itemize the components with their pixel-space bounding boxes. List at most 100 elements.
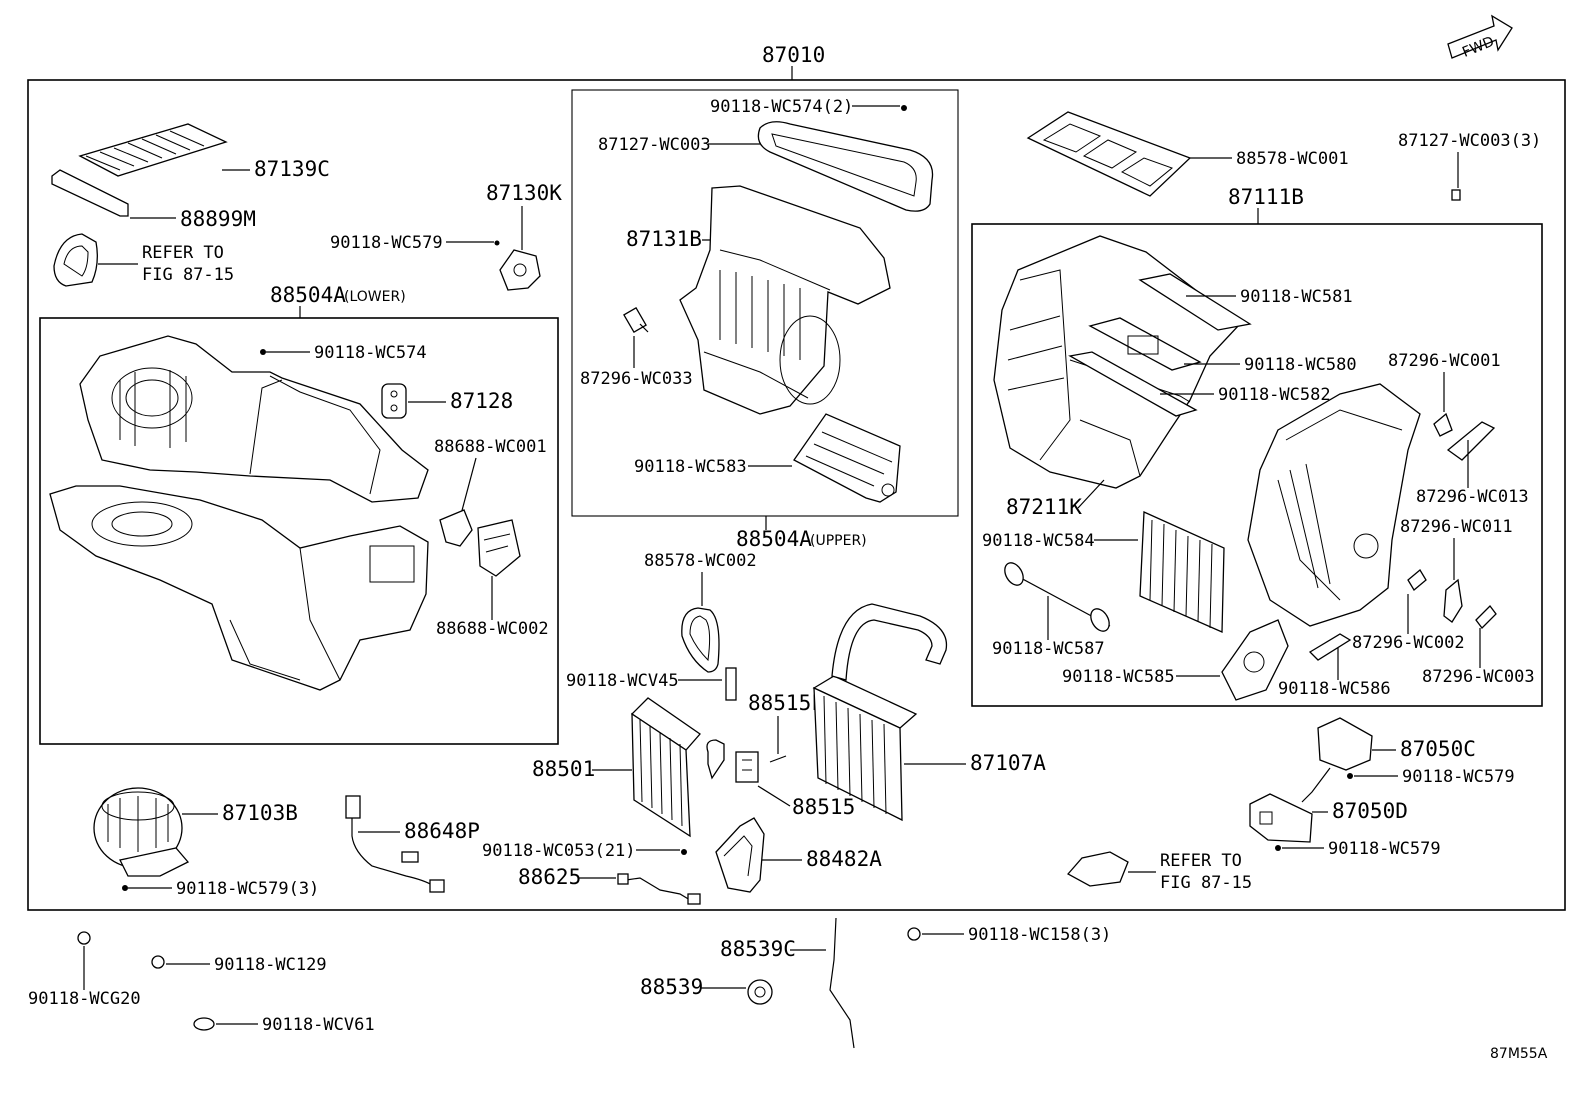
label-90118-WC583: 90118-WC583 [634,457,747,477]
label-90118-WC579-b: 90118-WC579 [1402,767,1515,787]
cover-88578-WC001-part [1026,111,1192,197]
bolt-90118-WC129-part [151,955,165,969]
refer-right-line1: REFER TO [1160,851,1242,871]
label-88504A-lower: 88504A [270,283,346,307]
evaporator-88501-part [630,697,725,838]
label-upper-note: (UPPER) [810,533,867,549]
grommet-90118-WCV61-part [193,1017,215,1031]
label-88578-WC002: 88578-WC002 [644,551,757,571]
expansion-valve-88515-part [735,751,759,783]
label-87103B: 87103B [222,801,298,825]
label-87296-WC001: 87296-WC001 [1388,351,1501,371]
label-87139C: 87139C [254,157,330,181]
label-90118-WC158-3: 90118-WC158(3) [968,925,1111,945]
label-88515F: 88515F [748,691,824,715]
refer-left-line2: FIG 87-15 [142,265,234,285]
label-90118-WC585: 90118-WC585 [1062,667,1175,687]
label-88539C: 88539C [720,937,796,961]
label-87128: 87128 [450,389,513,413]
door-90118-WC585-part [1221,619,1289,701]
heater-case-right-part [1247,383,1421,627]
label-90118-WC129: 90118-WC129 [214,955,327,975]
label-87296-WC003: 87296-WC003 [1422,667,1535,687]
blower-case-lower-part [49,485,429,691]
upper-case-87131B-part [679,185,891,415]
label-90118-WC587: 90118-WC587 [992,639,1105,659]
blower-motor-part [93,787,190,877]
label-88539: 88539 [640,975,703,999]
actuator-87130K-part [499,249,541,291]
upper-case-frame [571,89,959,517]
heater-unit-frame [971,223,1543,707]
label-90118-WC580: 90118-WC580 [1244,355,1357,375]
label-90118-WC582: 90118-WC582 [1218,385,1331,405]
shaft-90118-WC587-part [1004,562,1111,632]
lower-case-frame [39,317,559,745]
duct-part-refer [53,233,98,287]
duct-refer-right-part [1066,851,1129,887]
filter-frame-90118-WC583-part [793,413,901,503]
actuator-87050C-part [1301,717,1373,803]
label-lower-note: (LOWER) [344,289,406,305]
outer-assembly-frame [27,79,1566,911]
sensor-88625-part [617,873,701,905]
refer-left-line1: REFER TO [142,243,224,263]
label-90118-WC579-a: 90118-WC579 [330,233,443,253]
seal-87127-part [757,121,934,212]
module-87050D-part [1249,793,1313,843]
label-90118-WC579-3: 90118-WC579(3) [176,879,319,899]
clip-90118-WC158-part [907,927,921,941]
lever-87296-WC011-part [1407,569,1497,629]
fwd-arrow-icon: FWD [1447,14,1513,61]
label-87127-WC003-3: 87127-WC003(3) [1398,131,1541,151]
label-87107A: 87107A [970,751,1046,775]
clip-87127-WC003-part [1451,189,1461,201]
label-90118-WC574: 90118-WC574 [314,343,427,363]
label-87111B: 87111B [1228,185,1304,209]
label-90118-WC581: 90118-WC581 [1240,287,1353,307]
label-87296-WC013: 87296-WC013 [1416,487,1529,507]
label-88648P: 88648P [404,819,480,843]
label-87211K: 87211K [1006,495,1082,519]
label-88504A-upper: 88504A [736,527,812,551]
heater-core-87107A-part [812,603,948,822]
servo-rails-part [1068,273,1252,417]
label-87131B: 87131B [626,227,702,251]
label-87050D: 87050D [1332,799,1408,823]
drain-hose-88539C-part [829,917,855,1049]
servo-87296-WC033-part [623,306,649,334]
label-87127-WC003: 87127-WC003 [598,135,711,155]
label-90118-WC584: 90118-WC584 [982,531,1095,551]
clip-90118-WCV45-part [725,667,737,701]
filter-90118-WC584-part [1139,511,1225,633]
label-88688-WC002: 88688-WC002 [436,619,549,639]
cabin-filter-part [51,123,228,217]
link-90118-WC586-part [1308,633,1352,661]
gasket-87128-part [381,383,407,419]
label-87050C: 87050C [1400,737,1476,761]
title-part-number: 87010 [762,43,825,67]
heater-case-left-part [993,235,1241,489]
wire-harness-88648P-part [345,795,445,893]
blower-case-upper-part [79,335,429,503]
duct-88482A-part [715,817,765,893]
label-88482A: 88482A [806,847,882,871]
label-90118-WCV61: 90118-WCV61 [262,1015,375,1035]
label-88899M: 88899M [180,207,256,231]
damper-88688-part [439,509,521,577]
label-88578-WC001: 88578-WC001 [1236,149,1349,169]
label-87296-WC002: 87296-WC002 [1352,633,1465,653]
label-87296-WC033: 87296-WC033 [580,369,693,389]
lever-87296-WC001-part [1433,412,1496,461]
seal-88578-WC002-part [681,607,720,673]
label-88625: 88625 [518,865,581,889]
label-90118-WC053-21: 90118-WC053(21) [482,841,636,861]
label-90118-WCV45: 90118-WCV45 [566,671,679,691]
pin-88515F-part [769,755,787,763]
grommet-88539-part [747,979,773,1005]
label-88501: 88501 [532,757,595,781]
refer-right-line2: FIG 87-15 [1160,873,1252,893]
label-87296-WC011: 87296-WC011 [1400,517,1513,537]
label-88688-WC001: 88688-WC001 [434,437,547,457]
label-90118-WC586: 90118-WC586 [1278,679,1391,699]
